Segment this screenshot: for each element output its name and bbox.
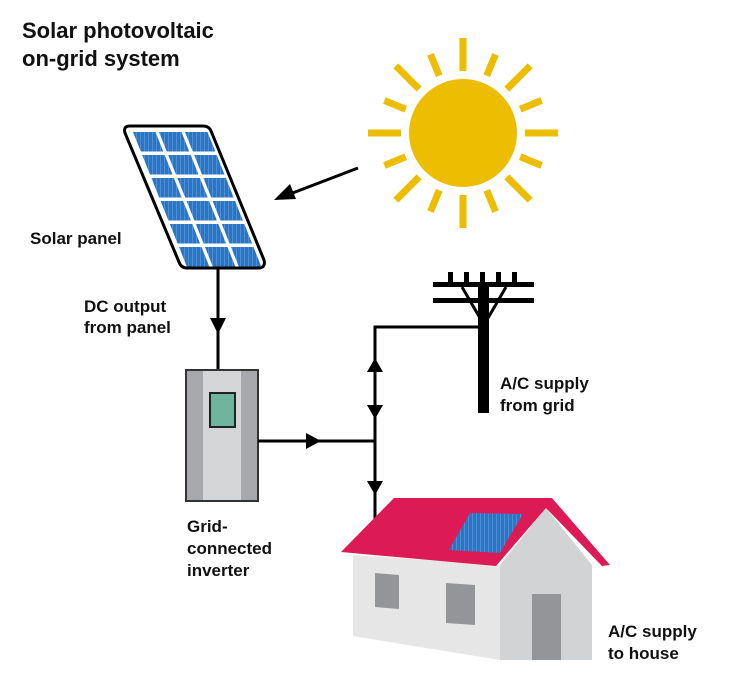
sun-ray: [393, 63, 422, 92]
panel-cell: [186, 201, 217, 221]
panel-cell: [221, 224, 253, 244]
sun-ray: [483, 188, 499, 213]
panel-cell: [160, 201, 191, 221]
title-line-1: Solar photovoltaic: [22, 18, 214, 43]
panel-cell: [205, 247, 236, 267]
panel-cell: [151, 178, 182, 198]
sun-icon: [368, 38, 558, 228]
utility-pole-icon: [433, 272, 534, 413]
house-icon: [341, 498, 610, 660]
panel-cell: [133, 132, 164, 152]
panel-cell: [169, 224, 201, 244]
house-supply-label-2: to house: [608, 644, 679, 663]
dc-output-label-1: DC output: [84, 297, 166, 316]
grid-supply-label-1: A/C supply: [500, 374, 589, 393]
solar-panel-icon: [123, 124, 266, 270]
sun-disc: [409, 79, 517, 187]
panel-cell: [159, 132, 190, 152]
sun-ray: [427, 188, 443, 213]
grid-supply-label-2: from grid: [500, 396, 575, 415]
sun-ray: [504, 174, 533, 203]
sun-ray: [504, 63, 533, 92]
panel-cell: [185, 132, 216, 152]
sun-ray: [518, 153, 543, 169]
panel-cell: [195, 224, 227, 244]
panel-cell: [168, 155, 199, 175]
sun-ray: [383, 153, 408, 169]
sun-ray: [518, 97, 543, 113]
panel-cell: [142, 155, 173, 175]
sun-ray: [427, 53, 443, 78]
sun-ray: [383, 97, 408, 113]
sun-ray: [393, 174, 422, 203]
inverter-label-1: Grid-: [187, 517, 228, 536]
panel-cell: [179, 247, 210, 267]
house-supply-label-1: A/C supply: [608, 622, 697, 641]
panel-cell: [212, 201, 243, 221]
panel-cell: [203, 178, 234, 198]
sun-ray: [483, 53, 499, 78]
inverter-icon: [185, 369, 259, 502]
dc-line: [210, 268, 226, 370]
solar-panel-label: Solar panel: [30, 229, 122, 248]
panel-cell: [231, 247, 262, 267]
sunlight-arrow: [274, 166, 359, 200]
panel-cell: [177, 178, 208, 198]
inverter-label-3: inverter: [187, 561, 250, 580]
panel-cell: [194, 155, 225, 175]
inverter-label-2: connected: [187, 539, 272, 558]
ac-wiring: [258, 325, 482, 520]
title-line-2: on-grid system: [22, 46, 180, 71]
dc-output-label-2: from panel: [84, 318, 171, 337]
